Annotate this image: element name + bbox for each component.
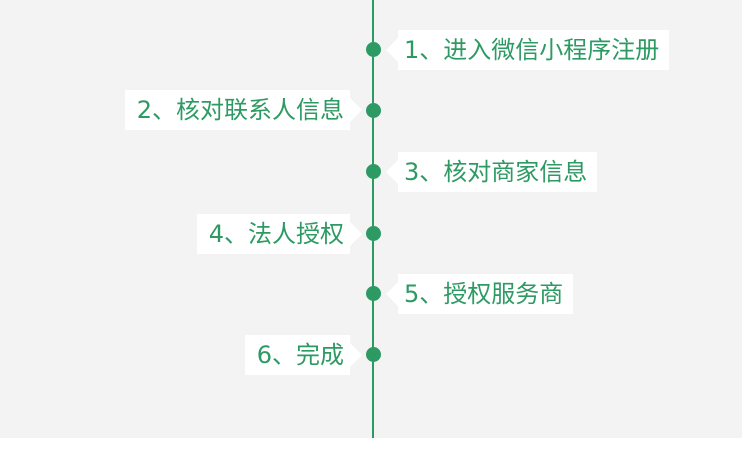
step-6-label: 6、完成 (244, 335, 363, 375)
step-4-label: 4、法人授权 (196, 214, 363, 254)
timeline-dot-4 (365, 226, 381, 241)
step-1-label: 1、进入微信小程序注册 (385, 30, 670, 70)
diagram-canvas: 1、进入微信小程序注册 2、核对联系人信息 3、核对商家信息 4、法人授权 5、… (124, 0, 670, 438)
step-5-label: 5、授权服务商 (385, 274, 574, 314)
step-3-label: 3、核对商家信息 (385, 152, 598, 192)
timeline-dot-3 (365, 164, 381, 179)
timeline-dot-2 (365, 103, 381, 118)
timeline-line (372, 0, 374, 438)
timeline-dot-5 (365, 286, 381, 301)
step-2-label: 2、核对联系人信息 (124, 90, 363, 130)
timeline-dot-1 (365, 42, 381, 57)
bottom-strip (0, 438, 742, 457)
timeline-dot-6 (365, 347, 381, 362)
